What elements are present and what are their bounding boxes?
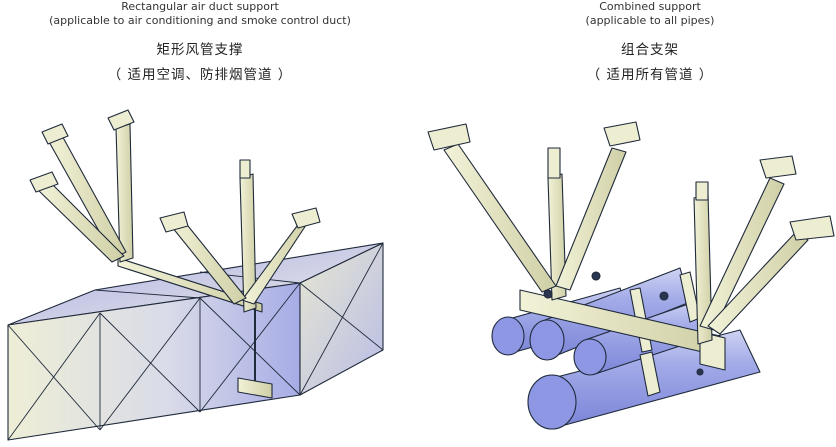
right-strut-cap (239, 159, 251, 179)
bolts (543, 271, 704, 376)
center-strut-cap (547, 147, 561, 179)
diag-d-head (159, 211, 189, 233)
diag-c-head (291, 207, 321, 229)
right-caption: Combined support (applicable to all pipe… (500, 0, 800, 85)
duct-bracing (7, 242, 384, 441)
strut-a-head (107, 109, 135, 131)
right-chinese-title: 组合支架 (621, 42, 679, 58)
left-caption: Rectangular air duct support (applicable… (30, 0, 370, 85)
bottom-pipe-end (527, 374, 577, 430)
diag-a-head (41, 123, 69, 145)
diag-h-head (789, 215, 835, 241)
pipe-1-end (491, 316, 525, 356)
pipe-2-end (529, 319, 565, 361)
right-english-title: Combined support (599, 0, 701, 13)
combined-support-figure (427, 121, 835, 430)
pipe-3-end (573, 338, 607, 376)
diag-e-head (427, 123, 471, 151)
bottom-clamp (237, 377, 273, 399)
left-chinese-title: 矩形风管支撑 (156, 42, 244, 58)
diagonal-strut-f (555, 147, 627, 291)
duct-support-figure (7, 109, 384, 441)
diag-g-head (759, 155, 797, 179)
diagonal-strut-e (443, 143, 557, 293)
left-english-title: Rectangular air duct support (121, 0, 279, 13)
right-chinese-subtitle: （ 适用所有管道 ） (586, 67, 714, 83)
right-strut2-cap (695, 181, 709, 201)
left-chinese-subtitle: （ 适用空调、防排烟管道 ） (107, 67, 293, 83)
diag-b-head (29, 171, 59, 193)
left-english-subtitle: (applicable to air conditioning and smok… (49, 14, 351, 27)
right-english-subtitle: (applicable to all pipes) (585, 14, 715, 27)
diag-f-head (603, 121, 641, 147)
duct-top-channel (117, 257, 263, 313)
